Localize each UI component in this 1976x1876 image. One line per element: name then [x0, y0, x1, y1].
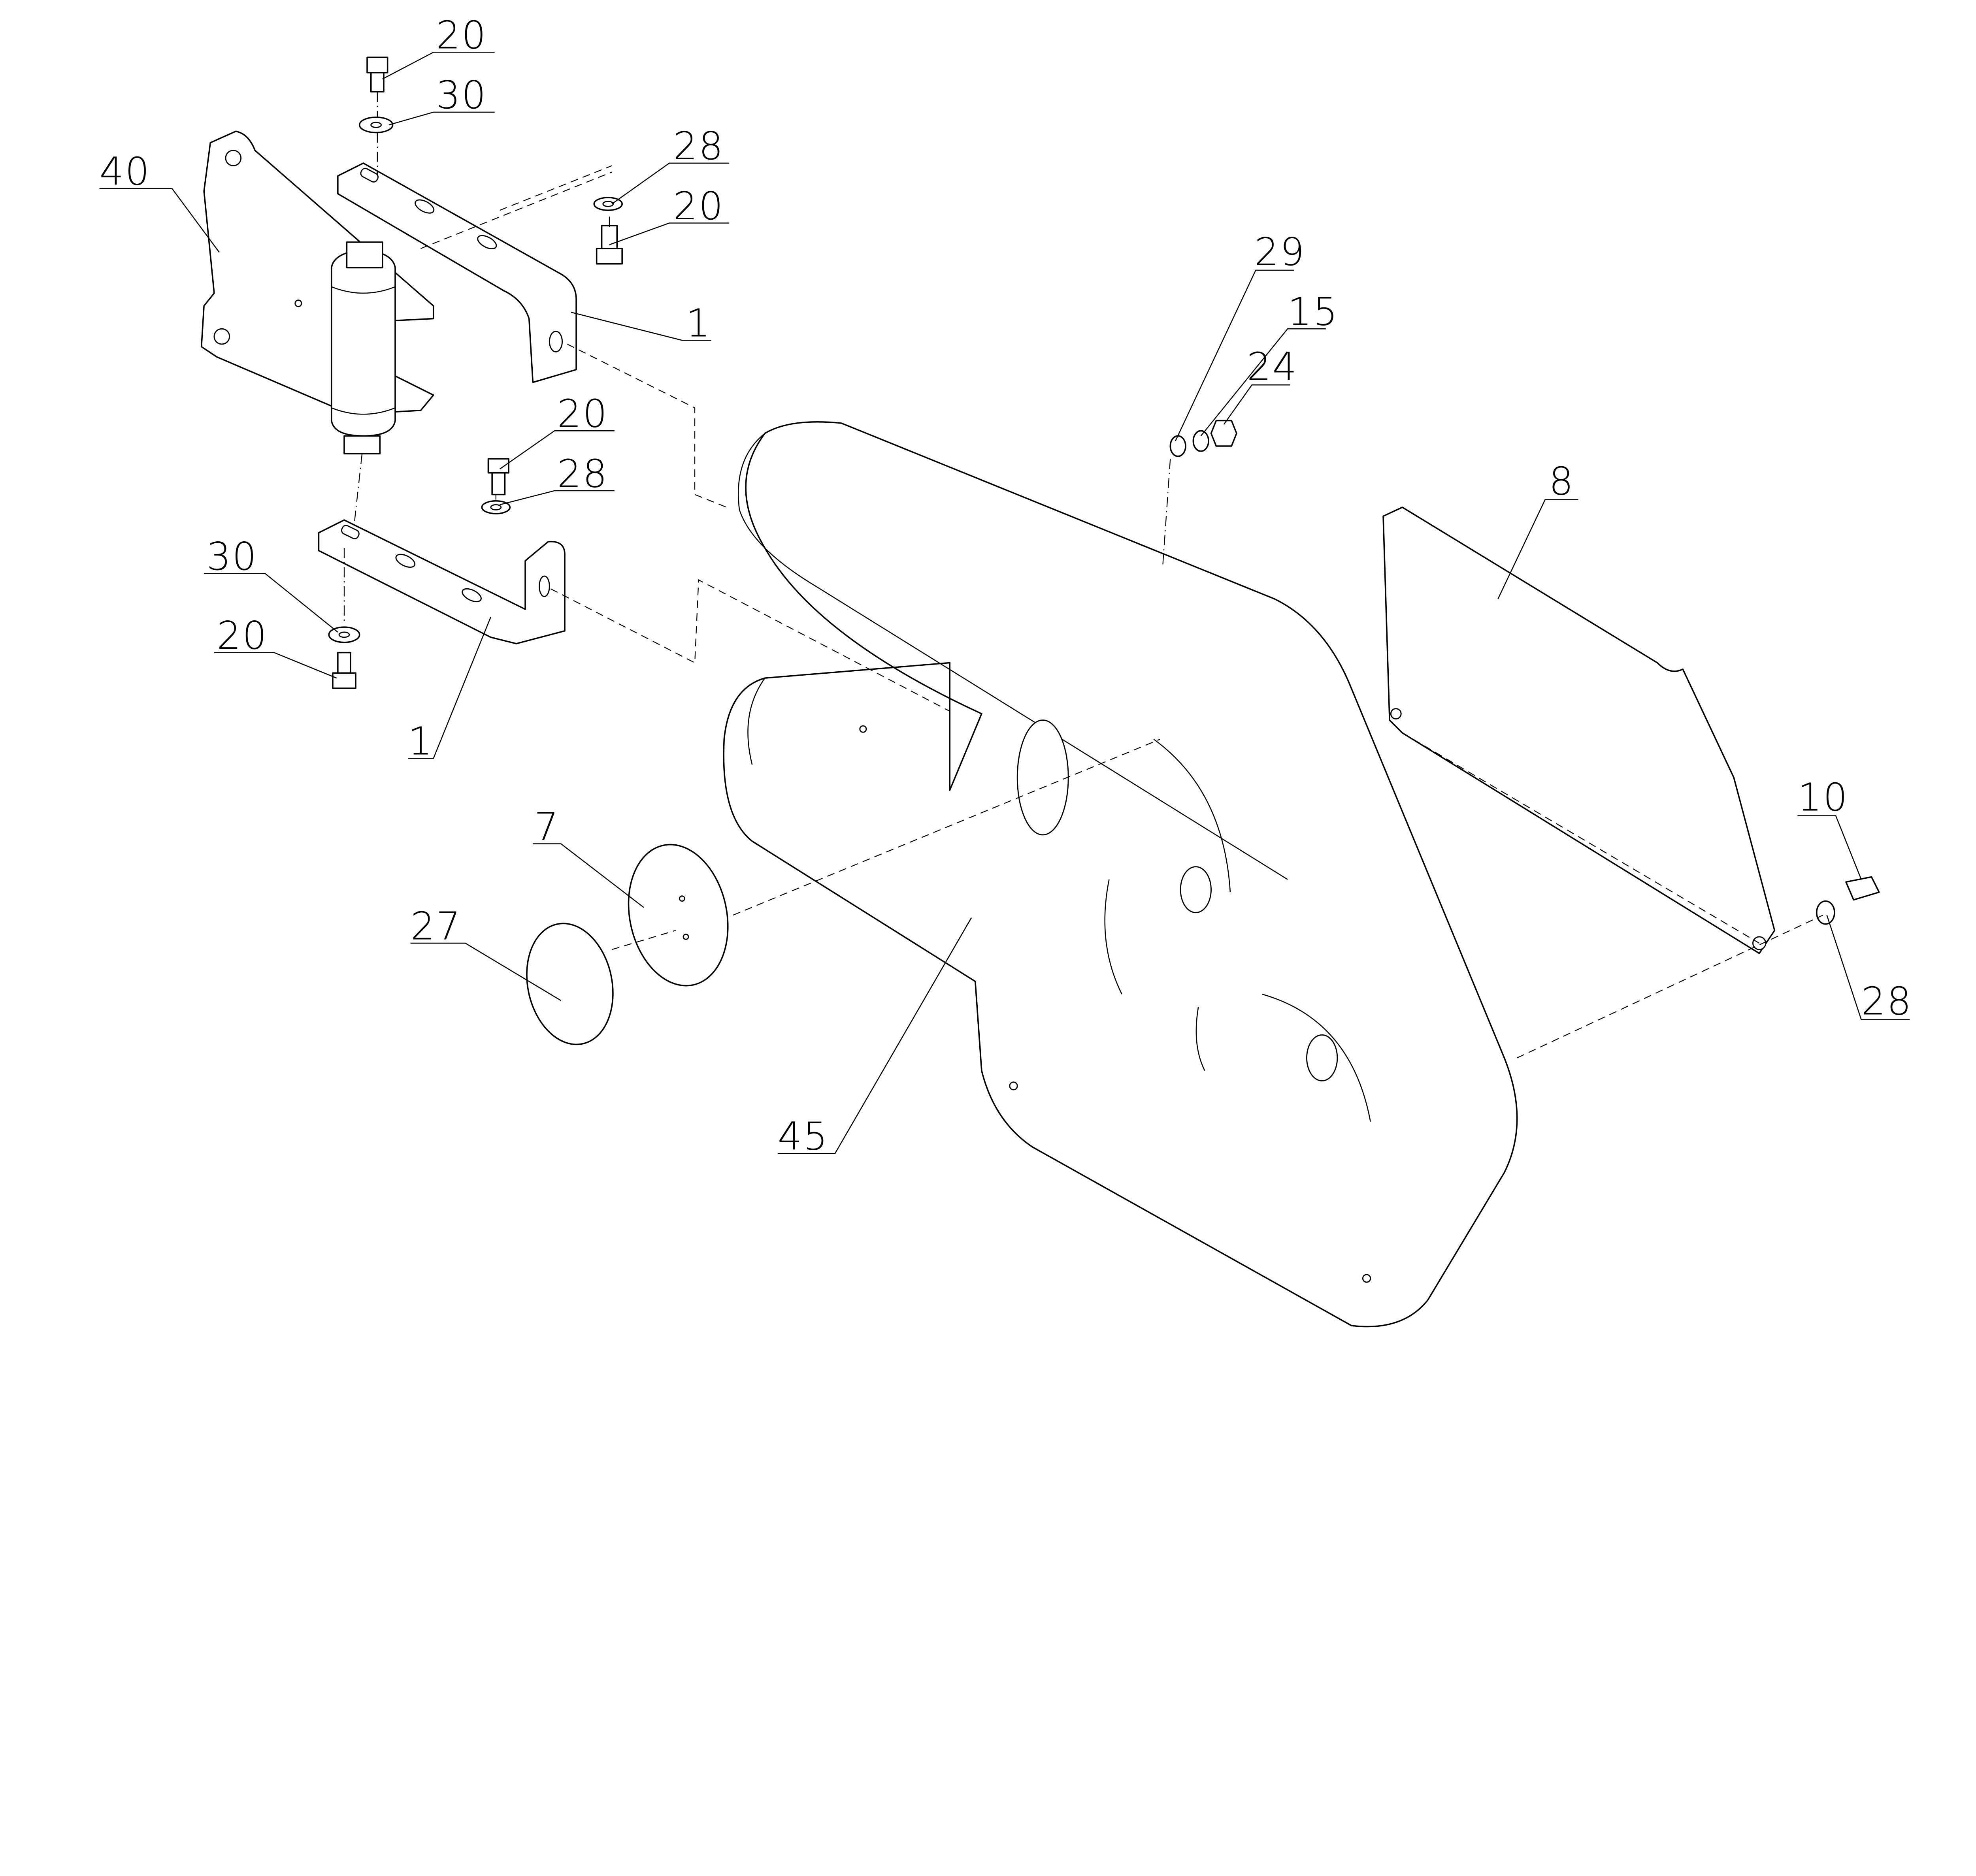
callout-label: 1	[408, 719, 434, 764]
part-40-hinge-bracket	[200, 130, 434, 455]
callout-label: 29	[1254, 230, 1306, 274]
callout-30-lower: 30	[204, 534, 338, 633]
callout-label: 20	[557, 392, 609, 436]
callout-label: 1	[686, 301, 711, 346]
callout-label: 30	[207, 534, 258, 579]
assembly-lines	[343, 92, 1823, 1059]
callout-label: 7	[534, 804, 560, 849]
callout-1-lower: 1	[408, 616, 492, 764]
callout-label: 28	[1861, 979, 1913, 1024]
callout-7: 7	[533, 804, 644, 908]
callout-label: 15	[1288, 290, 1339, 334]
callout-28-upper: 28	[611, 124, 730, 205]
parts-diagram: 20 30 40 28 20 1 20 28 30 20 1 29 15 24 …	[100, 13, 1913, 1328]
callout-15: 15	[1200, 290, 1339, 437]
callout-20-upper-right: 20	[609, 184, 730, 245]
callout-label: 24	[1247, 344, 1298, 389]
callout-28-right: 28	[1826, 915, 1913, 1024]
callout-label: 28	[673, 124, 724, 168]
callout-label: 30	[436, 73, 487, 117]
callout-20-top: 20	[382, 13, 495, 80]
callout-45: 45	[777, 917, 972, 1159]
callout-label: 10	[1797, 775, 1849, 820]
part-8-cover-plate	[1382, 507, 1776, 954]
callout-20-mid: 20	[499, 392, 615, 470]
callout-30-top: 30	[388, 73, 495, 126]
fasteners	[328, 57, 1880, 925]
callout-label: 8	[1549, 459, 1574, 504]
callout-28-mid: 28	[500, 451, 615, 505]
callouts: 20 30 40 28 20 1 20 28 30 20 1 29 15 24 …	[100, 13, 1913, 1159]
callout-29: 29	[1175, 230, 1306, 441]
part-1-lower-bracket	[318, 519, 566, 644]
callout-20-lower: 20	[214, 613, 337, 679]
callout-label: 20	[436, 13, 487, 58]
callout-8: 8	[1497, 459, 1578, 599]
callout-10: 10	[1797, 775, 1862, 880]
callout-label: 28	[557, 451, 609, 496]
callout-label: 40	[100, 149, 151, 194]
discs	[526, 844, 729, 1045]
part-1-upper-bracket	[337, 162, 577, 383]
callout-label: 20	[217, 613, 268, 658]
callout-1-upper: 1	[571, 301, 712, 346]
callout-24: 24	[1223, 344, 1298, 425]
part-45-guard	[723, 421, 1518, 1328]
callout-label: 20	[673, 184, 724, 228]
callout-label: 27	[411, 904, 462, 948]
callout-27: 27	[411, 904, 562, 1001]
callout-40: 40	[100, 149, 220, 253]
callout-label: 45	[778, 1114, 829, 1159]
